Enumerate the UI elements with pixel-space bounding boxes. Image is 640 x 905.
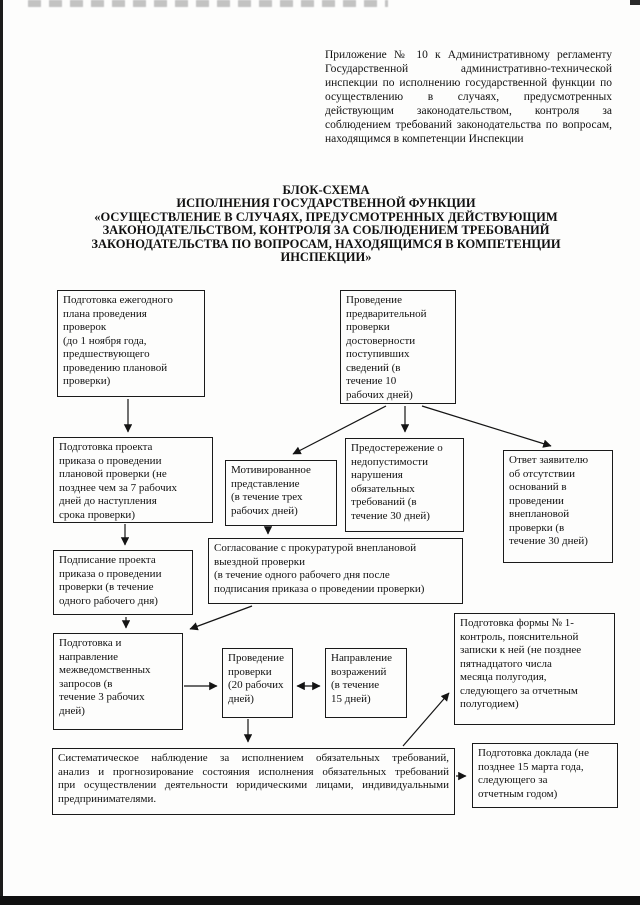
flow-box-preliminary-check: Проведение предварительной проверки дост… bbox=[340, 290, 456, 404]
title-block: БЛОК-СХЕМА ИСПОЛНЕНИЯ ГОСУДАРСТВЕННОЙ ФУ… bbox=[40, 183, 612, 265]
title-line: ЗАКОНОДАТЕЛЬСТВА ПО ВОПРОСАМ, НАХОДЯЩИМС… bbox=[91, 236, 561, 251]
title-line: БЛОК-СХЕМА bbox=[282, 183, 370, 197]
flow-box-annual-plan: Подготовка ежегодного плана проведения п… bbox=[57, 290, 205, 397]
flow-box-report-preparation: Подготовка доклада (не позднее 15 марта … bbox=[472, 743, 618, 808]
flow-box-inspection: Проведение проверки (20 рабочих дней) bbox=[222, 648, 293, 718]
flow-box-objections: Направление возражений (в течение 15 дне… bbox=[325, 648, 407, 718]
scan-edge-left bbox=[0, 0, 3, 905]
title-line: ЗАКОНОДАТЕЛЬСТВОМ, КОНТРОЛЯ ЗА СОБЛЮДЕНИ… bbox=[102, 223, 550, 238]
flow-box-form1-report: Подготовка формы № 1- контроль, поясните… bbox=[454, 613, 615, 725]
title-line: ИНСПЕКЦИИ» bbox=[280, 250, 372, 265]
flow-box-reply-to-applicant: Ответ заявителю об отсутствии оснований … bbox=[503, 450, 613, 563]
scan-edge-bottom bbox=[0, 896, 640, 905]
scan-smudge-top bbox=[28, 0, 388, 7]
scan-corner-mark bbox=[630, 0, 640, 5]
title-line: ИСПОЛНЕНИЯ ГОСУДАРСТВЕННОЙ ФУНКЦИИ bbox=[176, 196, 476, 211]
flow-box-motivated-submission: Мотивированное представление (в течение … bbox=[225, 460, 337, 526]
edge-systematic-observation-to-form1-report bbox=[402, 692, 450, 747]
appendix-note: Приложение № 10 к Административному регл… bbox=[325, 49, 612, 145]
flow-box-caution-notice: Предостережение о недопустимости нарушен… bbox=[345, 438, 464, 532]
flow-box-prosecutor-approval: Согласование с прокуратурой внеплановой … bbox=[208, 538, 463, 604]
flow-box-draft-order-planned: Подготовка проекта приказа о проведении … bbox=[53, 437, 213, 523]
flow-box-interagency-requests: Подготовка и направление межведомственны… bbox=[53, 633, 183, 730]
flow-box-order-signing: Подписание проекта приказа о проведении … bbox=[53, 550, 193, 615]
title-line: «ОСУЩЕСТВЛЕНИЕ В СЛУЧАЯХ, ПРЕДУСМОТРЕННЫ… bbox=[94, 209, 558, 224]
edge-prosecutor-approval-to-interagency-requests bbox=[189, 605, 253, 631]
flow-box-systematic-observation: Систематическое наблюдение за исполнение… bbox=[52, 748, 455, 815]
